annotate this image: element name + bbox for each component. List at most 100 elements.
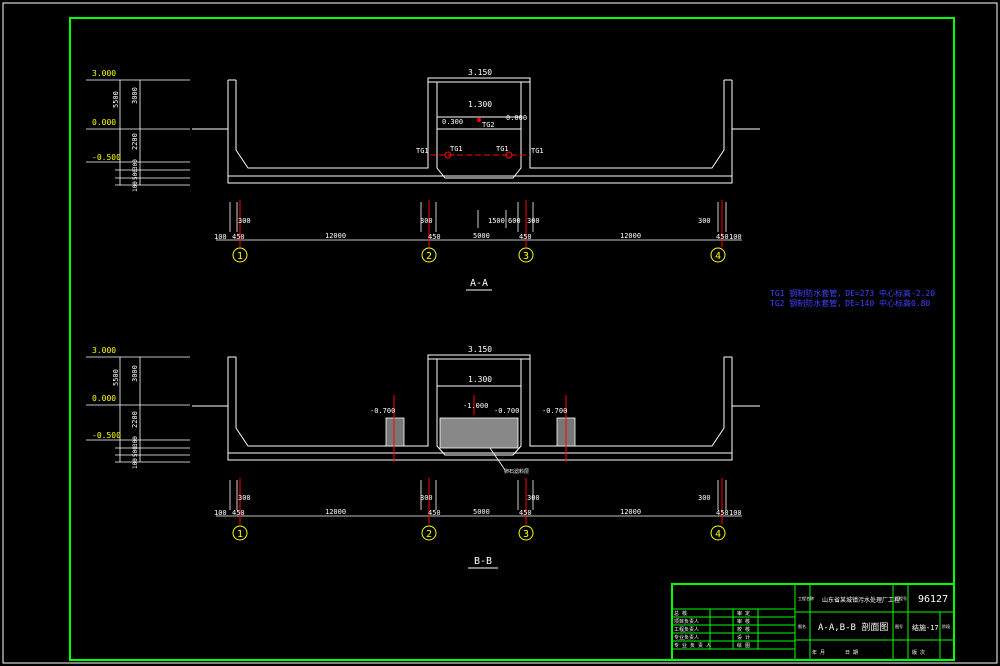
level-label: -1.000: [463, 402, 488, 410]
dim-label: 450: [716, 233, 729, 241]
dim-label: 500: [132, 169, 139, 180]
level-label: -0.700: [370, 407, 395, 415]
tb-row-label: 绘 图: [737, 642, 750, 649]
section-aa: 3.000 0.000 -0.500 5500 3000 2200 300 50…: [86, 68, 760, 291]
level-label: 0.000: [92, 394, 116, 403]
tb-footer: 日 期: [845, 650, 858, 656]
dim-label: 450: [232, 233, 245, 241]
dim-label: 100: [132, 458, 139, 469]
dim-label: 300: [527, 494, 540, 502]
axis-lines-bb-bottom: [239, 478, 723, 524]
tb-side-label: 图名: [798, 623, 806, 629]
pipe-sleeves-aa: [430, 118, 530, 159]
axis-bubbles-aa: [232, 247, 726, 263]
dim-label: 300: [698, 494, 711, 502]
axis-lines-aa: [239, 200, 723, 247]
tb-drawing-name: A-A,B-B 剖面图: [818, 621, 888, 633]
tb-side-label: 工程名称: [798, 595, 814, 601]
tb-row-label: 设 计: [737, 634, 750, 641]
pipe-label: TG1: [450, 145, 463, 153]
tb-footer: 年 月: [812, 649, 825, 656]
level-label: 3.000: [92, 69, 116, 78]
dim-label: 450: [716, 509, 729, 517]
tb-row-label: 工程负责人: [674, 626, 699, 633]
dim-label: 300: [132, 159, 139, 170]
dim-label: 300: [420, 494, 433, 502]
title-block: 总 核 审 定 项目负责人 审 核 工程负责人 校 核 专业负责人 设 计 专 …: [671, 583, 955, 661]
dim-label: 5000: [473, 232, 490, 240]
tb-row-label: 总 核: [674, 610, 687, 617]
dim-label: 300: [527, 217, 540, 225]
dim-label: 12000: [620, 232, 641, 240]
dim-label: 3000: [131, 365, 139, 382]
level-label: 3.150: [468, 345, 492, 354]
dim-label: 450: [519, 509, 532, 517]
axis-number: 3: [523, 251, 529, 262]
elevation-scale-bb: [86, 356, 190, 463]
tb-drawing-number: 结施-17: [912, 623, 939, 632]
axis-lines-bb: [393, 395, 567, 462]
tank-structure-bb: [192, 354, 760, 461]
dim-label: 100: [729, 509, 742, 517]
dimension-lines-bb: [216, 480, 742, 517]
axis-number: 2: [426, 529, 432, 540]
dim-label: 12000: [620, 508, 641, 516]
pipe-label: TG2: [482, 121, 495, 129]
dim-label: 12000: [325, 508, 346, 516]
dim-label: 450: [428, 509, 441, 517]
axis-number: 1: [237, 529, 243, 540]
tb-project-number: 96127: [918, 594, 948, 605]
level-label: -0.700: [494, 407, 519, 415]
section-title: A-A: [470, 278, 488, 289]
axis-number: 4: [715, 251, 721, 262]
tb-row-label: 项目负责人: [674, 618, 699, 625]
tb-row-label: 校 核: [737, 626, 750, 633]
level-label: 0.000: [92, 118, 116, 127]
axis-bubbles-bb: [232, 525, 726, 541]
dim-label: 2200: [131, 411, 139, 428]
tank-structure-aa: [192, 77, 760, 184]
dim-label: 5500: [112, 369, 120, 386]
dim-label: 100: [729, 233, 742, 241]
tb-side-label: 阶段: [942, 623, 950, 629]
level-label: 3.000: [92, 346, 116, 355]
dim-label: 500: [132, 446, 139, 457]
axis-number: 3: [523, 529, 529, 540]
fill-callout: 卵石滤料层: [504, 468, 529, 475]
drawing-frame: [69, 17, 955, 661]
tb-row-label: 专 业 负 责 人: [674, 642, 711, 649]
tb-project-name: 山东省某城镇污水处理厂工程: [822, 596, 900, 604]
dim-label: 300: [132, 436, 139, 447]
dim-label: 3000: [131, 87, 139, 104]
dimension-lines-aa: [216, 202, 742, 241]
tb-side-label: 图号: [895, 623, 903, 629]
dim-label: 100: [214, 233, 227, 241]
level-label: -0.500: [92, 153, 121, 162]
tb-row-label: 审 定: [737, 610, 750, 617]
tb-side-label: 工程号: [895, 595, 907, 601]
pipe-label: TG1: [531, 147, 544, 155]
dim-label: 5500: [112, 91, 120, 108]
dim-label: 2200: [131, 133, 139, 150]
dim-label: 450: [232, 509, 245, 517]
level-label: 0.000: [506, 114, 527, 122]
gravel-fill: [385, 417, 576, 471]
level-label: -0.700: [542, 407, 567, 415]
level-label: 1.300: [468, 100, 492, 109]
dim-label: 300: [238, 217, 251, 225]
dim-label: 300: [698, 217, 711, 225]
axis-number: 2: [426, 251, 432, 262]
dim-label: 450: [519, 233, 532, 241]
section-bb: 3.000 0.000 -0.500 5500 3000 2200 300 50…: [86, 345, 760, 569]
dim-label: 5000: [473, 508, 490, 516]
tb-row-label: 审 核: [737, 618, 750, 625]
tb-row-label: 专业负责人: [674, 634, 699, 641]
dim-label: 300: [238, 494, 251, 502]
level-label: 1.300: [468, 375, 492, 384]
level-label: -0.500: [92, 431, 121, 440]
dim-label: 300: [420, 217, 433, 225]
axis-number: 4: [715, 529, 721, 540]
section-title: B-B: [474, 556, 492, 567]
